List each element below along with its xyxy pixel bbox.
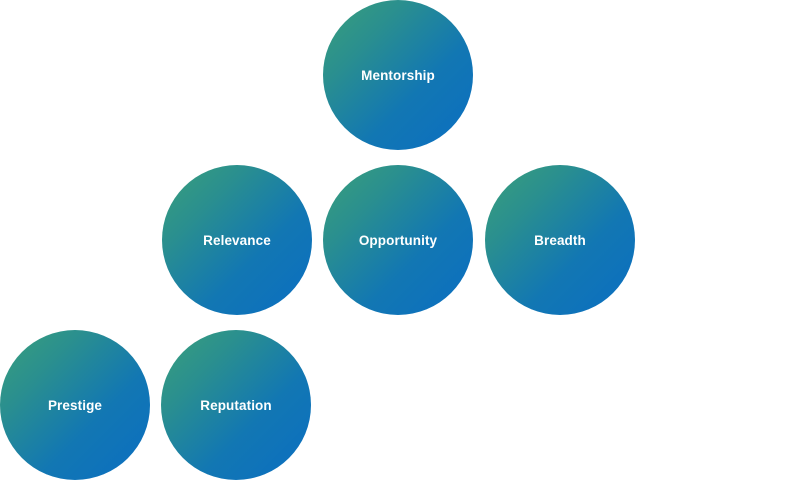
bubble-prestige: Prestige: [0, 330, 150, 480]
bubble-label-reputation: Reputation: [200, 397, 272, 413]
bubble-label-breadth: Breadth: [534, 232, 586, 248]
bubble-label-relevance: Relevance: [203, 232, 271, 248]
bubble-label-opportunity: Opportunity: [358, 232, 438, 248]
bubble-opportunity: Opportunity: [323, 165, 473, 315]
bubble-mentorship: Mentorship: [323, 0, 473, 150]
bubble-label-mentorship: Mentorship: [361, 67, 435, 83]
bubble-reputation: Reputation: [161, 330, 311, 480]
bubble-breadth: Breadth: [485, 165, 635, 315]
bubble-label-prestige: Prestige: [47, 397, 103, 413]
bubble-relevance: Relevance: [162, 165, 312, 315]
